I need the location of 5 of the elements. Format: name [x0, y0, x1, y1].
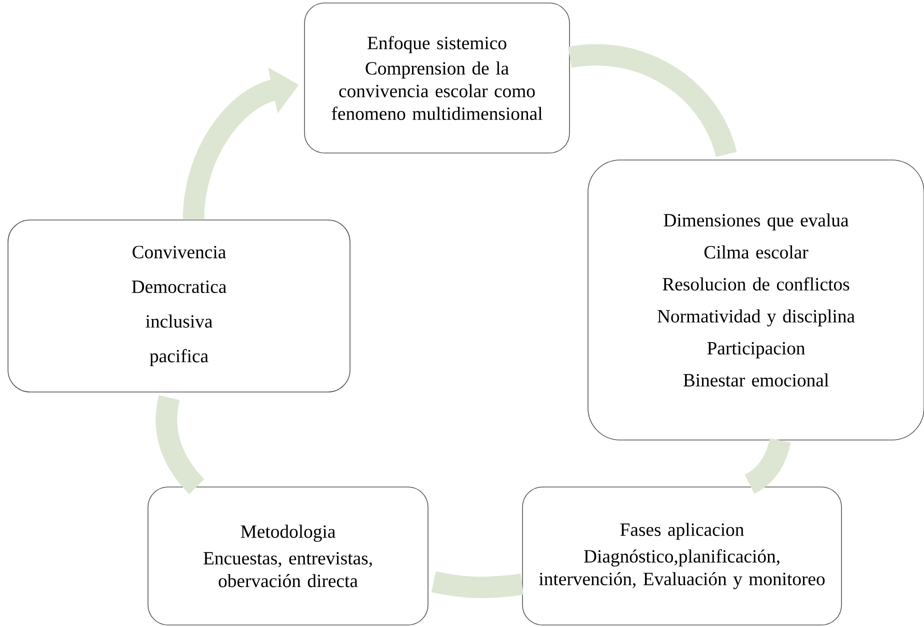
- rounded-box: Dimensiones que evalua Cilma escolar Resolucion de conflictos Normatividad y disciplina Participacion Binestar emocional: [588, 160, 924, 440]
- rounded-box: Metodologia Encuestas, entrevistas, obervación directa: [148, 486, 428, 626]
- rounded-box: Enfoque sistemico Comprension de la convivencia escolar como fenomeno multidimensional: [304, 2, 570, 154]
- rounded-box: Convivencia Democratica inclusiva pacifica: [8, 220, 350, 392]
- rounded-box: Fases aplicacion Diagnóstico,planificación, intervención, Evaluación y monitoreo: [522, 486, 842, 626]
